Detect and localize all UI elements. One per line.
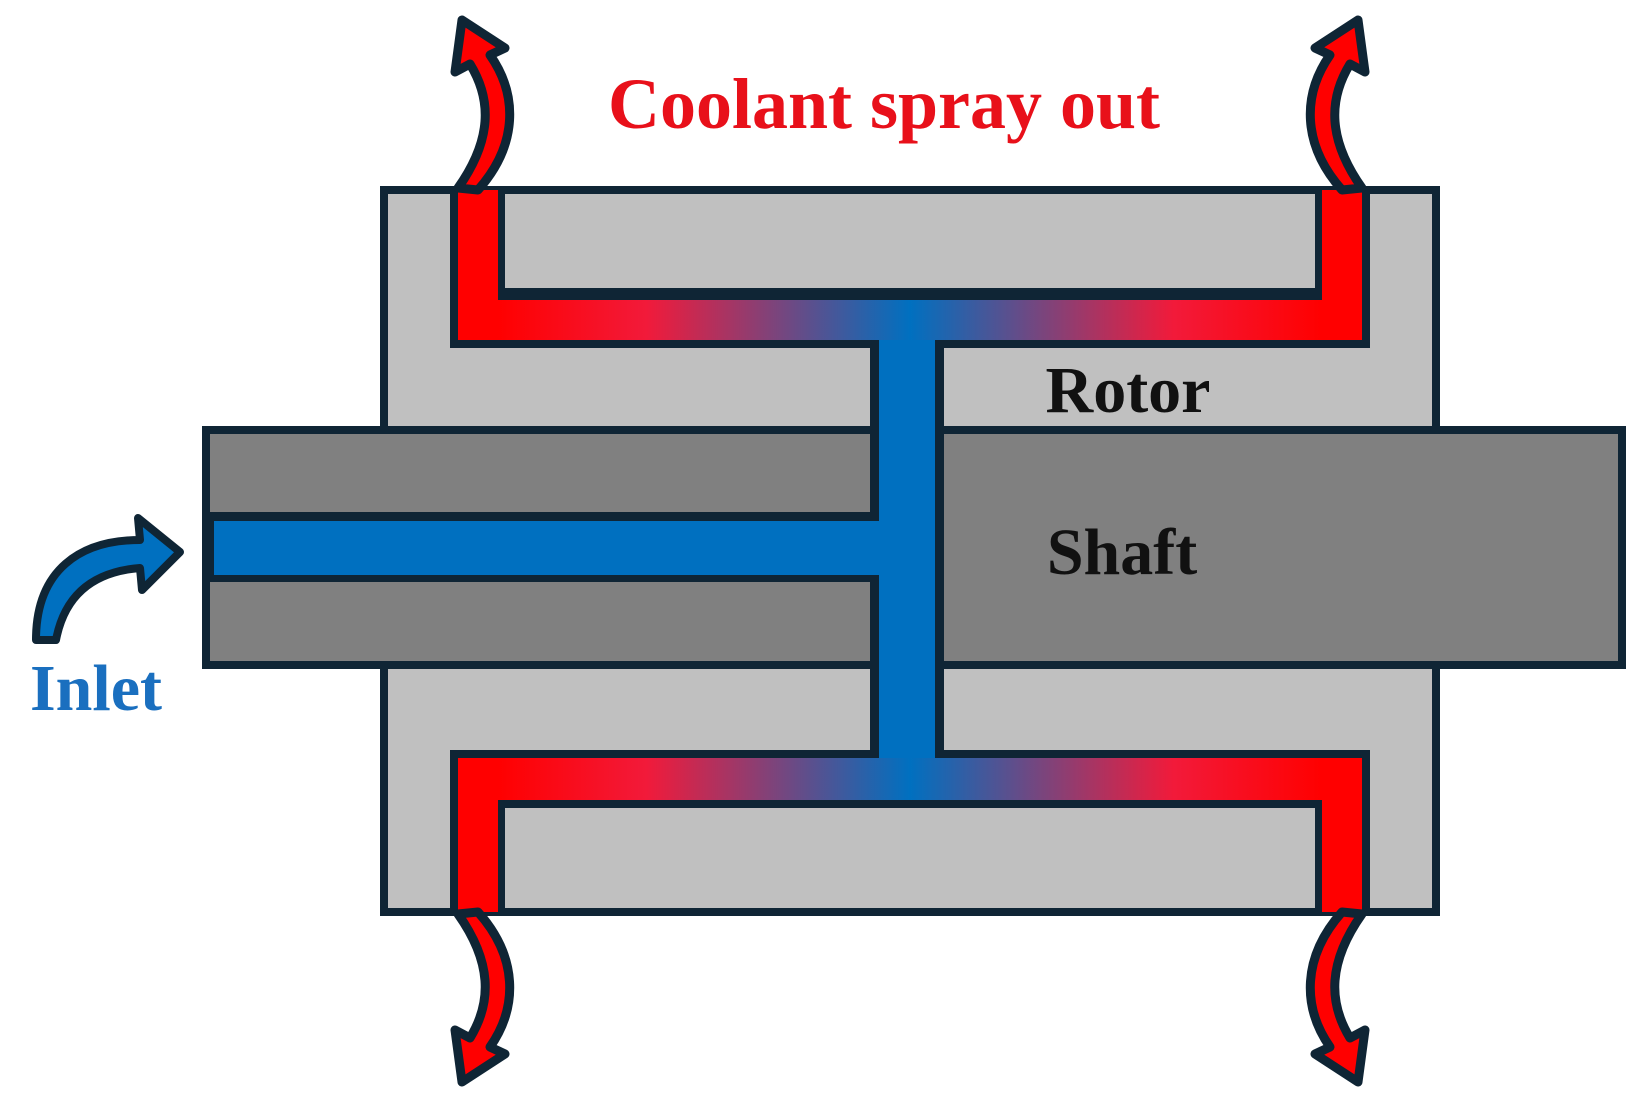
- bottom-coolant-channel: [450, 750, 1370, 912]
- coolant-spray-label: Coolant spray out: [608, 64, 1160, 144]
- rotor-label: Rotor: [1046, 354, 1211, 427]
- top-coolant-channel: [450, 190, 1370, 348]
- spray-arrow-bottom-right-icon: [1305, 907, 1370, 1087]
- inlet-bore-channel: [206, 340, 944, 758]
- shaft-label: Shaft: [1047, 516, 1197, 589]
- spray-arrow-top-left-icon: [450, 15, 515, 195]
- inlet-arrow-icon: [32, 514, 184, 644]
- spray-arrow-bottom-left-icon: [450, 907, 515, 1087]
- spray-arrow-top-right-icon: [1305, 15, 1370, 195]
- inlet-label: Inlet: [30, 652, 162, 725]
